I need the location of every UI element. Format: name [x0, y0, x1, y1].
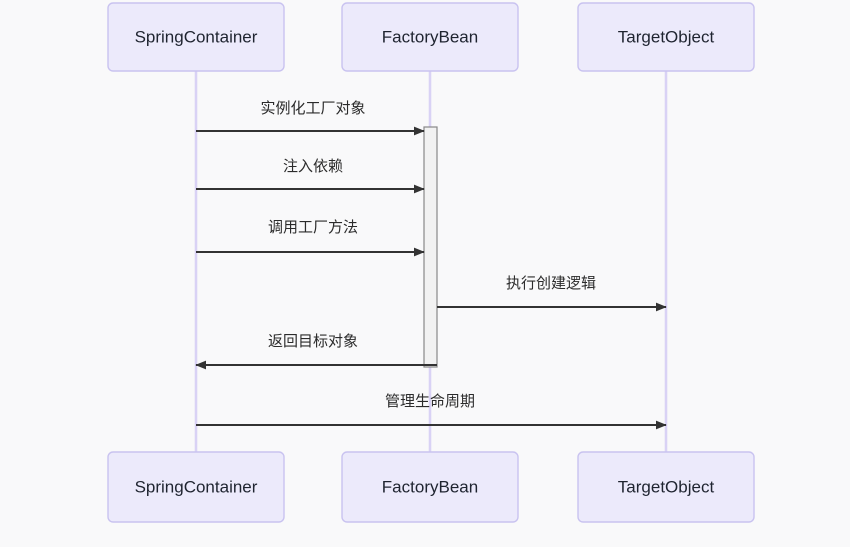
participant-label: TargetObject: [618, 477, 715, 496]
message-1[interactable]: 实例化工厂对象: [196, 100, 425, 136]
participant-box-rect: [577, 451, 755, 523]
participant-label: TargetObject: [618, 27, 715, 46]
participant-footer-targetobject[interactable]: TargetObject: [577, 451, 755, 523]
message-6[interactable]: 管理生命周期: [196, 392, 667, 430]
activation-layer: [423, 126, 438, 368]
participant-box-rect: [341, 2, 519, 72]
message-4[interactable]: 执行创建逻辑: [437, 275, 667, 312]
participant-header-factorybean[interactable]: FactoryBean: [341, 2, 519, 72]
participant-box-rect: [341, 451, 519, 523]
message-2[interactable]: 注入依赖: [196, 158, 425, 194]
message-label: 执行创建逻辑: [506, 275, 596, 292]
participant-box-rect: [107, 451, 285, 523]
message-label: 调用工厂方法: [268, 219, 358, 236]
participant-label: SpringContainer: [135, 477, 258, 496]
participant-label: FactoryBean: [382, 477, 478, 496]
activation-bar-factorybean: [423, 126, 438, 368]
message-label: 注入依赖: [283, 158, 343, 175]
message-label: 管理生命周期: [385, 392, 475, 410]
message-5[interactable]: 返回目标对象: [195, 333, 437, 370]
participant-header-targetobject[interactable]: TargetObject: [577, 2, 755, 72]
participant-label: SpringContainer: [135, 27, 258, 46]
participant-header-springcontainer[interactable]: SpringContainer: [107, 2, 285, 72]
participant-footer-factorybean[interactable]: FactoryBean: [341, 451, 519, 523]
message-3[interactable]: 调用工厂方法: [196, 219, 425, 257]
participant-box-rect: [577, 2, 755, 72]
participant-box-rect: [107, 2, 285, 72]
participant-footer-springcontainer[interactable]: SpringContainer: [107, 451, 285, 523]
message-label: 实例化工厂对象: [260, 100, 365, 117]
participant-label: FactoryBean: [382, 27, 478, 46]
message-label: 返回目标对象: [268, 333, 358, 350]
